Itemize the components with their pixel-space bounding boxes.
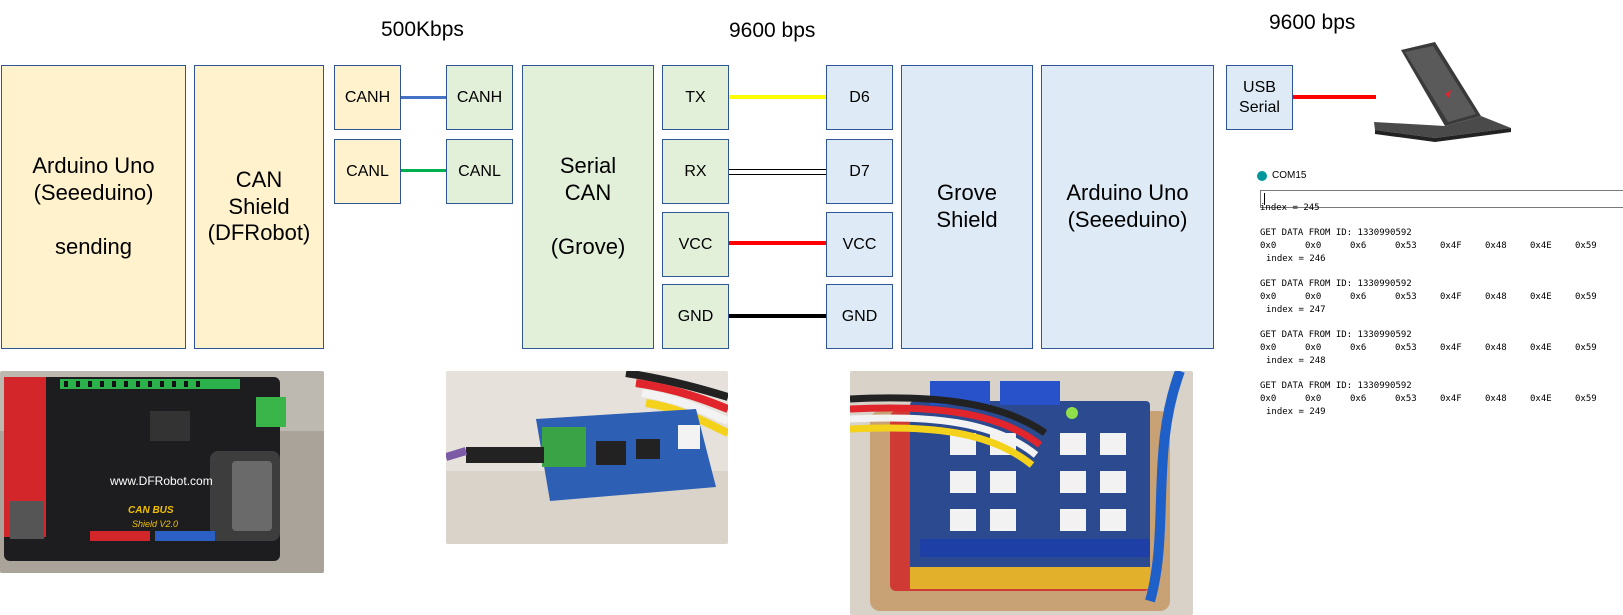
serial-entry-index: index = 247: [1266, 305, 1326, 315]
serial-entry-header: GET DATA FROM ID: 1330990592: [1260, 330, 1412, 340]
serial-entry-index: index = 246: [1266, 254, 1326, 264]
shield-name-text: CAN BUS: [128, 505, 174, 516]
serial-send-input[interactable]: [1260, 190, 1623, 208]
serial-byte-value: 0x48: [1485, 241, 1507, 251]
serial-byte-value: 0x48: [1485, 343, 1507, 353]
gnd-wire: [729, 314, 826, 318]
serial-byte-value: 0x59: [1575, 241, 1597, 251]
canh-wire: [401, 96, 446, 99]
partial-index-line: index = 245: [1260, 203, 1320, 213]
serial-byte-value: 0x53: [1395, 292, 1417, 302]
serial-byte-value: 0x53: [1395, 241, 1417, 251]
grove-shield-photo: [850, 371, 1193, 615]
serial-byte-value: 0x4E: [1530, 394, 1552, 404]
serial-byte-value: 0x48: [1485, 292, 1507, 302]
gnd-right-pin: GND: [826, 284, 893, 349]
serial-entry: GET DATA FROM ID: 1330990592 0x0 0x0 0x6 0x5…: [1260, 278, 1623, 317]
serial-entry-values: 0x0 0x0 0x6 0x53 0x4F 0x48 0x4E 0x59: [1260, 342, 1623, 355]
serial-byte-value: 0x59: [1575, 394, 1597, 404]
serial-byte-value: 0x0: [1260, 394, 1277, 404]
usb-serial-block: USB Serial: [1226, 65, 1293, 130]
usb-wire: [1293, 95, 1376, 99]
serial-byte-value: 0x0: [1305, 394, 1322, 404]
serial-byte-value: 0x0: [1305, 343, 1322, 353]
grove-shield-block: Grove Shield: [901, 65, 1033, 349]
serial-can-module-photo: [446, 371, 728, 544]
serial-entry: GET DATA FROM ID: 1330990592 0x0 0x0 0x6 0x5…: [1260, 227, 1623, 266]
serial-byte-value: 0x6: [1350, 343, 1367, 353]
serial-entry-values: 0x0 0x0 0x6 0x53 0x4F 0x48 0x4E 0x59: [1260, 393, 1623, 406]
serial-byte-value: 0x59: [1575, 343, 1597, 353]
canl-right-pin: CANL: [446, 139, 513, 204]
text-caret: [1264, 193, 1265, 205]
d6-pin: D6: [826, 65, 893, 130]
serial-monitor-titlebar: COM15: [1257, 170, 1306, 181]
serial-byte-value: 0x4F: [1440, 343, 1462, 353]
d7-pin: D7: [826, 139, 893, 204]
grove-rate-label: 9600 bps: [729, 19, 816, 42]
tx-pin: TX: [662, 65, 729, 130]
canl-left-pin: CANL: [334, 139, 401, 204]
serial-byte-value: 0x48: [1485, 394, 1507, 404]
serial-byte-value: 0x4F: [1440, 394, 1462, 404]
vcc-right-pin: VCC: [826, 212, 893, 277]
arduino-uno-sender-block: Arduino Uno (Seeeduino) sending: [1, 65, 186, 349]
serial-byte-value: 0x0: [1260, 343, 1277, 353]
arduino-logo-icon: [1257, 170, 1267, 181]
can-rate-label: 500Kbps: [381, 18, 464, 41]
serial-entry: GET DATA FROM ID: 1330990592 0x0 0x0 0x6 0x5…: [1260, 329, 1623, 368]
serial-byte-value: 0x0: [1305, 241, 1322, 251]
gnd-left-pin: GND: [662, 284, 729, 349]
serial-monitor-title: COM15: [1272, 170, 1307, 181]
serial-entry-header: GET DATA FROM ID: 1330990592: [1260, 279, 1412, 289]
shield-version-text: Shield V2.0: [132, 519, 178, 529]
serial-byte-value: 0x53: [1395, 343, 1417, 353]
canh-left-pin: CANH: [334, 65, 401, 130]
tx-wire: [729, 95, 826, 99]
laptop-icon: [1374, 42, 1511, 142]
rx-wire: [729, 169, 826, 175]
serial-entry-index: index = 249: [1266, 407, 1326, 417]
canl-wire: [401, 169, 446, 172]
serial-entry-header: GET DATA FROM ID: 1330990592: [1260, 381, 1412, 391]
serial-byte-value: 0x4E: [1530, 241, 1552, 251]
shield-brand-text: www.DFRobot.com: [109, 474, 213, 488]
serial-byte-value: 0x6: [1350, 394, 1367, 404]
serial-entry-values: 0x0 0x0 0x6 0x53 0x4F 0x48 0x4E 0x59: [1260, 291, 1623, 304]
serial-byte-value: 0x6: [1350, 241, 1367, 251]
vcc-left-pin: VCC: [662, 212, 729, 277]
arduino-uno-receiver-block: Arduino Uno (Seeeduino): [1041, 65, 1214, 349]
serial-byte-value: 0x53: [1395, 394, 1417, 404]
serial-byte-value: 0x4E: [1530, 292, 1552, 302]
serial-byte-value: 0x6: [1350, 292, 1367, 302]
serial-output-log: index = 245 GET DATA FROM ID: 1330990592…: [1260, 203, 1623, 431]
serial-byte-value: 0x4F: [1440, 292, 1462, 302]
serial-entry: GET DATA FROM ID: 1330990592 0x0 0x0 0x6 0x5…: [1260, 380, 1623, 419]
serial-byte-value: 0x0: [1260, 241, 1277, 251]
vcc-wire: [729, 241, 826, 245]
serial-byte-value: 0x59: [1575, 292, 1597, 302]
serial-entry-values: 0x0 0x0 0x6 0x53 0x4F 0x48 0x4E 0x59: [1260, 240, 1623, 253]
serial-byte-value: 0x4E: [1530, 343, 1552, 353]
serial-can-grove-block: Serial CAN (Grove): [522, 65, 654, 349]
serial-entry-index: index = 248: [1266, 356, 1326, 366]
usb-rate-label: 9600 bps: [1269, 11, 1356, 34]
serial-byte-value: 0x4F: [1440, 241, 1462, 251]
canh-right-pin: CANH: [446, 65, 513, 130]
rx-pin: RX: [662, 139, 729, 204]
serial-byte-value: 0x0: [1305, 292, 1322, 302]
serial-monitor-window: COM15 index = 245 GET DATA FROM ID: 1330…: [1255, 162, 1623, 442]
serial-entry-header: GET DATA FROM ID: 1330990592: [1260, 228, 1412, 238]
can-bus-shield-photo: www.DFRobot.com CAN BUS Shield V2.0: [0, 371, 324, 573]
can-shield-block: CAN Shield (DFRobot): [194, 65, 324, 349]
serial-byte-value: 0x0: [1260, 292, 1277, 302]
